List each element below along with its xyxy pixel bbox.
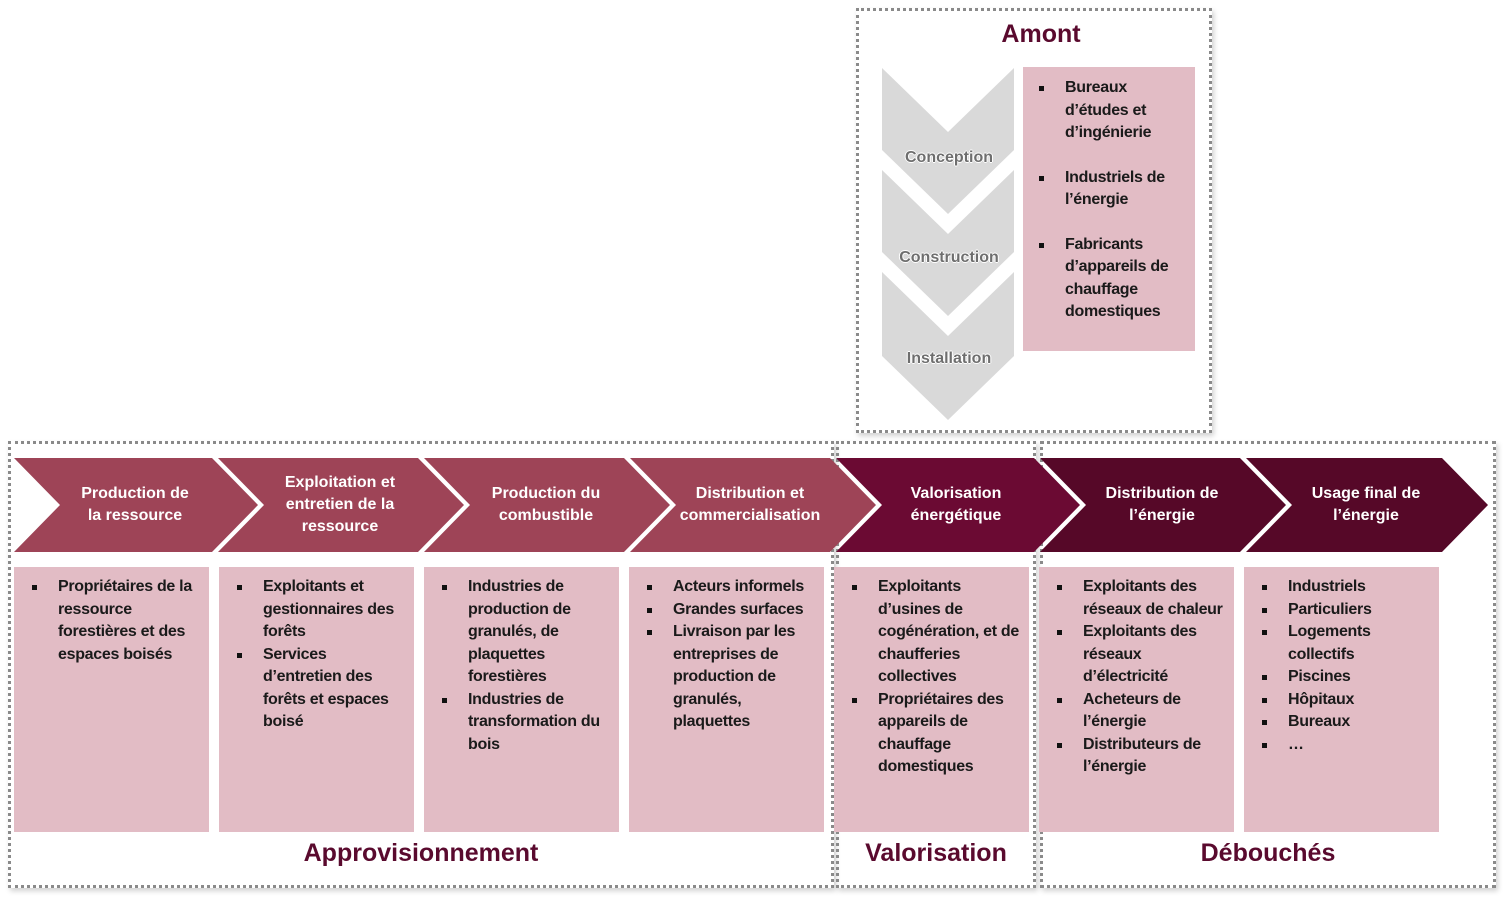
- stage-chevron-7: [1246, 458, 1488, 552]
- stage-label-3: Production du combustible: [491, 485, 601, 524]
- stage-label-6: Distribution de l’énergie: [1105, 485, 1219, 524]
- stage-card-2: Exploitants et gestionnaires des forêts …: [219, 567, 414, 832]
- stage-label-7: Usage final de l’énergie: [1311, 485, 1421, 524]
- amont-step-construction: Construction: [899, 249, 999, 266]
- stage-label-2: Exploitation et entretien de la ressourc…: [284, 474, 396, 535]
- amont-list: Bureaux d’études et d’ingénierie Industr…: [1037, 77, 1191, 324]
- approvisionnement-group-box: [8, 441, 834, 888]
- stage-item: Logements collectifs: [1260, 621, 1433, 666]
- stage-list-1: Propriétaires de la ressource forestière…: [30, 576, 203, 666]
- stage-item: Particuliers: [1260, 599, 1433, 622]
- amont-item: Bureaux d’études et d’ingénierie: [1037, 77, 1191, 145]
- stage-chevron-4: [630, 458, 876, 552]
- stage-list-6: Exploitants des réseaux de chaleur Explo…: [1055, 576, 1228, 779]
- stage-card-5: Exploitants d’usines de cogénération, et…: [834, 567, 1029, 832]
- stage-item: Industries de production de granulés, de…: [440, 576, 613, 689]
- stage-item: Industries de transformation du bois: [440, 689, 613, 757]
- stage-item: Acheteurs de l’énergie: [1055, 689, 1228, 734]
- stage-item: …: [1260, 734, 1433, 757]
- stage-item: Grandes surfaces: [645, 599, 818, 622]
- stage-item: Distributeurs de l’énergie: [1055, 734, 1228, 779]
- stage-item: Piscines: [1260, 666, 1433, 689]
- stage-item: Exploitants et gestionnaires des forêts: [235, 576, 408, 644]
- stage-item: Exploitants des réseaux de chaleur: [1055, 576, 1228, 621]
- stage-list-5: Exploitants d’usines de cogénération, et…: [850, 576, 1023, 779]
- amont-card: Bureaux d’études et d’ingénierie Industr…: [1023, 67, 1195, 351]
- stage-card-1: Propriétaires de la ressource forestière…: [14, 567, 209, 832]
- amont-step-conception: Conception: [905, 149, 993, 166]
- stage-chevron-1: [14, 458, 258, 552]
- amont-chevron-conception: [882, 68, 1014, 214]
- stage-item: Propriétaires de la ressource forestière…: [30, 576, 203, 666]
- stage-card-7: Industriels Particuliers Logements colle…: [1244, 567, 1439, 832]
- stage-chevron-6: [1040, 458, 1286, 552]
- stage-item: Acteurs informels: [645, 576, 818, 599]
- stage-item: Livraison par les entreprises de product…: [645, 621, 818, 734]
- stage-card-6: Exploitants des réseaux de chaleur Explo…: [1039, 567, 1234, 832]
- stage-item: Hôpitaux: [1260, 689, 1433, 712]
- stage-card-3: Industries de production de granulés, de…: [424, 567, 619, 832]
- approvisionnement-title: Approvisionnement: [303, 839, 539, 867]
- amont-chevron-construction: [882, 170, 1014, 316]
- stage-item: Bureaux: [1260, 711, 1433, 734]
- stage-label-1: Production de la ressource: [81, 485, 189, 524]
- stage-list-3: Industries de production de granulés, de…: [440, 576, 613, 756]
- stage-item: Propriétaires des appareils de chauffage…: [850, 689, 1023, 779]
- stage-item: Services d’entretien des forêts et espac…: [235, 644, 408, 734]
- amont-step-installation: Installation: [906, 350, 992, 367]
- stage-list-2: Exploitants et gestionnaires des forêts …: [235, 576, 408, 734]
- stage-list-4: Acteurs informels Grandes surfaces Livra…: [645, 576, 818, 734]
- amont-group-box: [856, 8, 1212, 433]
- stage-label-4: Distribution et commercialisation: [679, 485, 821, 524]
- stage-item: Exploitants d’usines de cogénération, et…: [850, 576, 1023, 689]
- stage-card-4: Acteurs informels Grandes surfaces Livra…: [629, 567, 824, 832]
- stage-chevron-3: [424, 458, 670, 552]
- stage-chevron-5: [836, 458, 1080, 552]
- stage-label-5: Valorisation énergétique: [910, 485, 1002, 524]
- valorisation-title: Valorisation: [865, 839, 1007, 867]
- amont-item: Industriels de l’énergie: [1037, 167, 1191, 212]
- debouches-title: Débouchés: [1200, 839, 1336, 867]
- amont-title: Amont: [1001, 20, 1081, 48]
- stage-list-7: Industriels Particuliers Logements colle…: [1260, 576, 1433, 756]
- stage-chevron-2: [218, 458, 464, 552]
- stage-item: Industriels: [1260, 576, 1433, 599]
- stage-item: Exploitants des réseaux d’électricité: [1055, 621, 1228, 689]
- amont-chevron-installation: [882, 272, 1014, 420]
- amont-item: Fabricants d’appareils de chauffage dome…: [1037, 234, 1191, 324]
